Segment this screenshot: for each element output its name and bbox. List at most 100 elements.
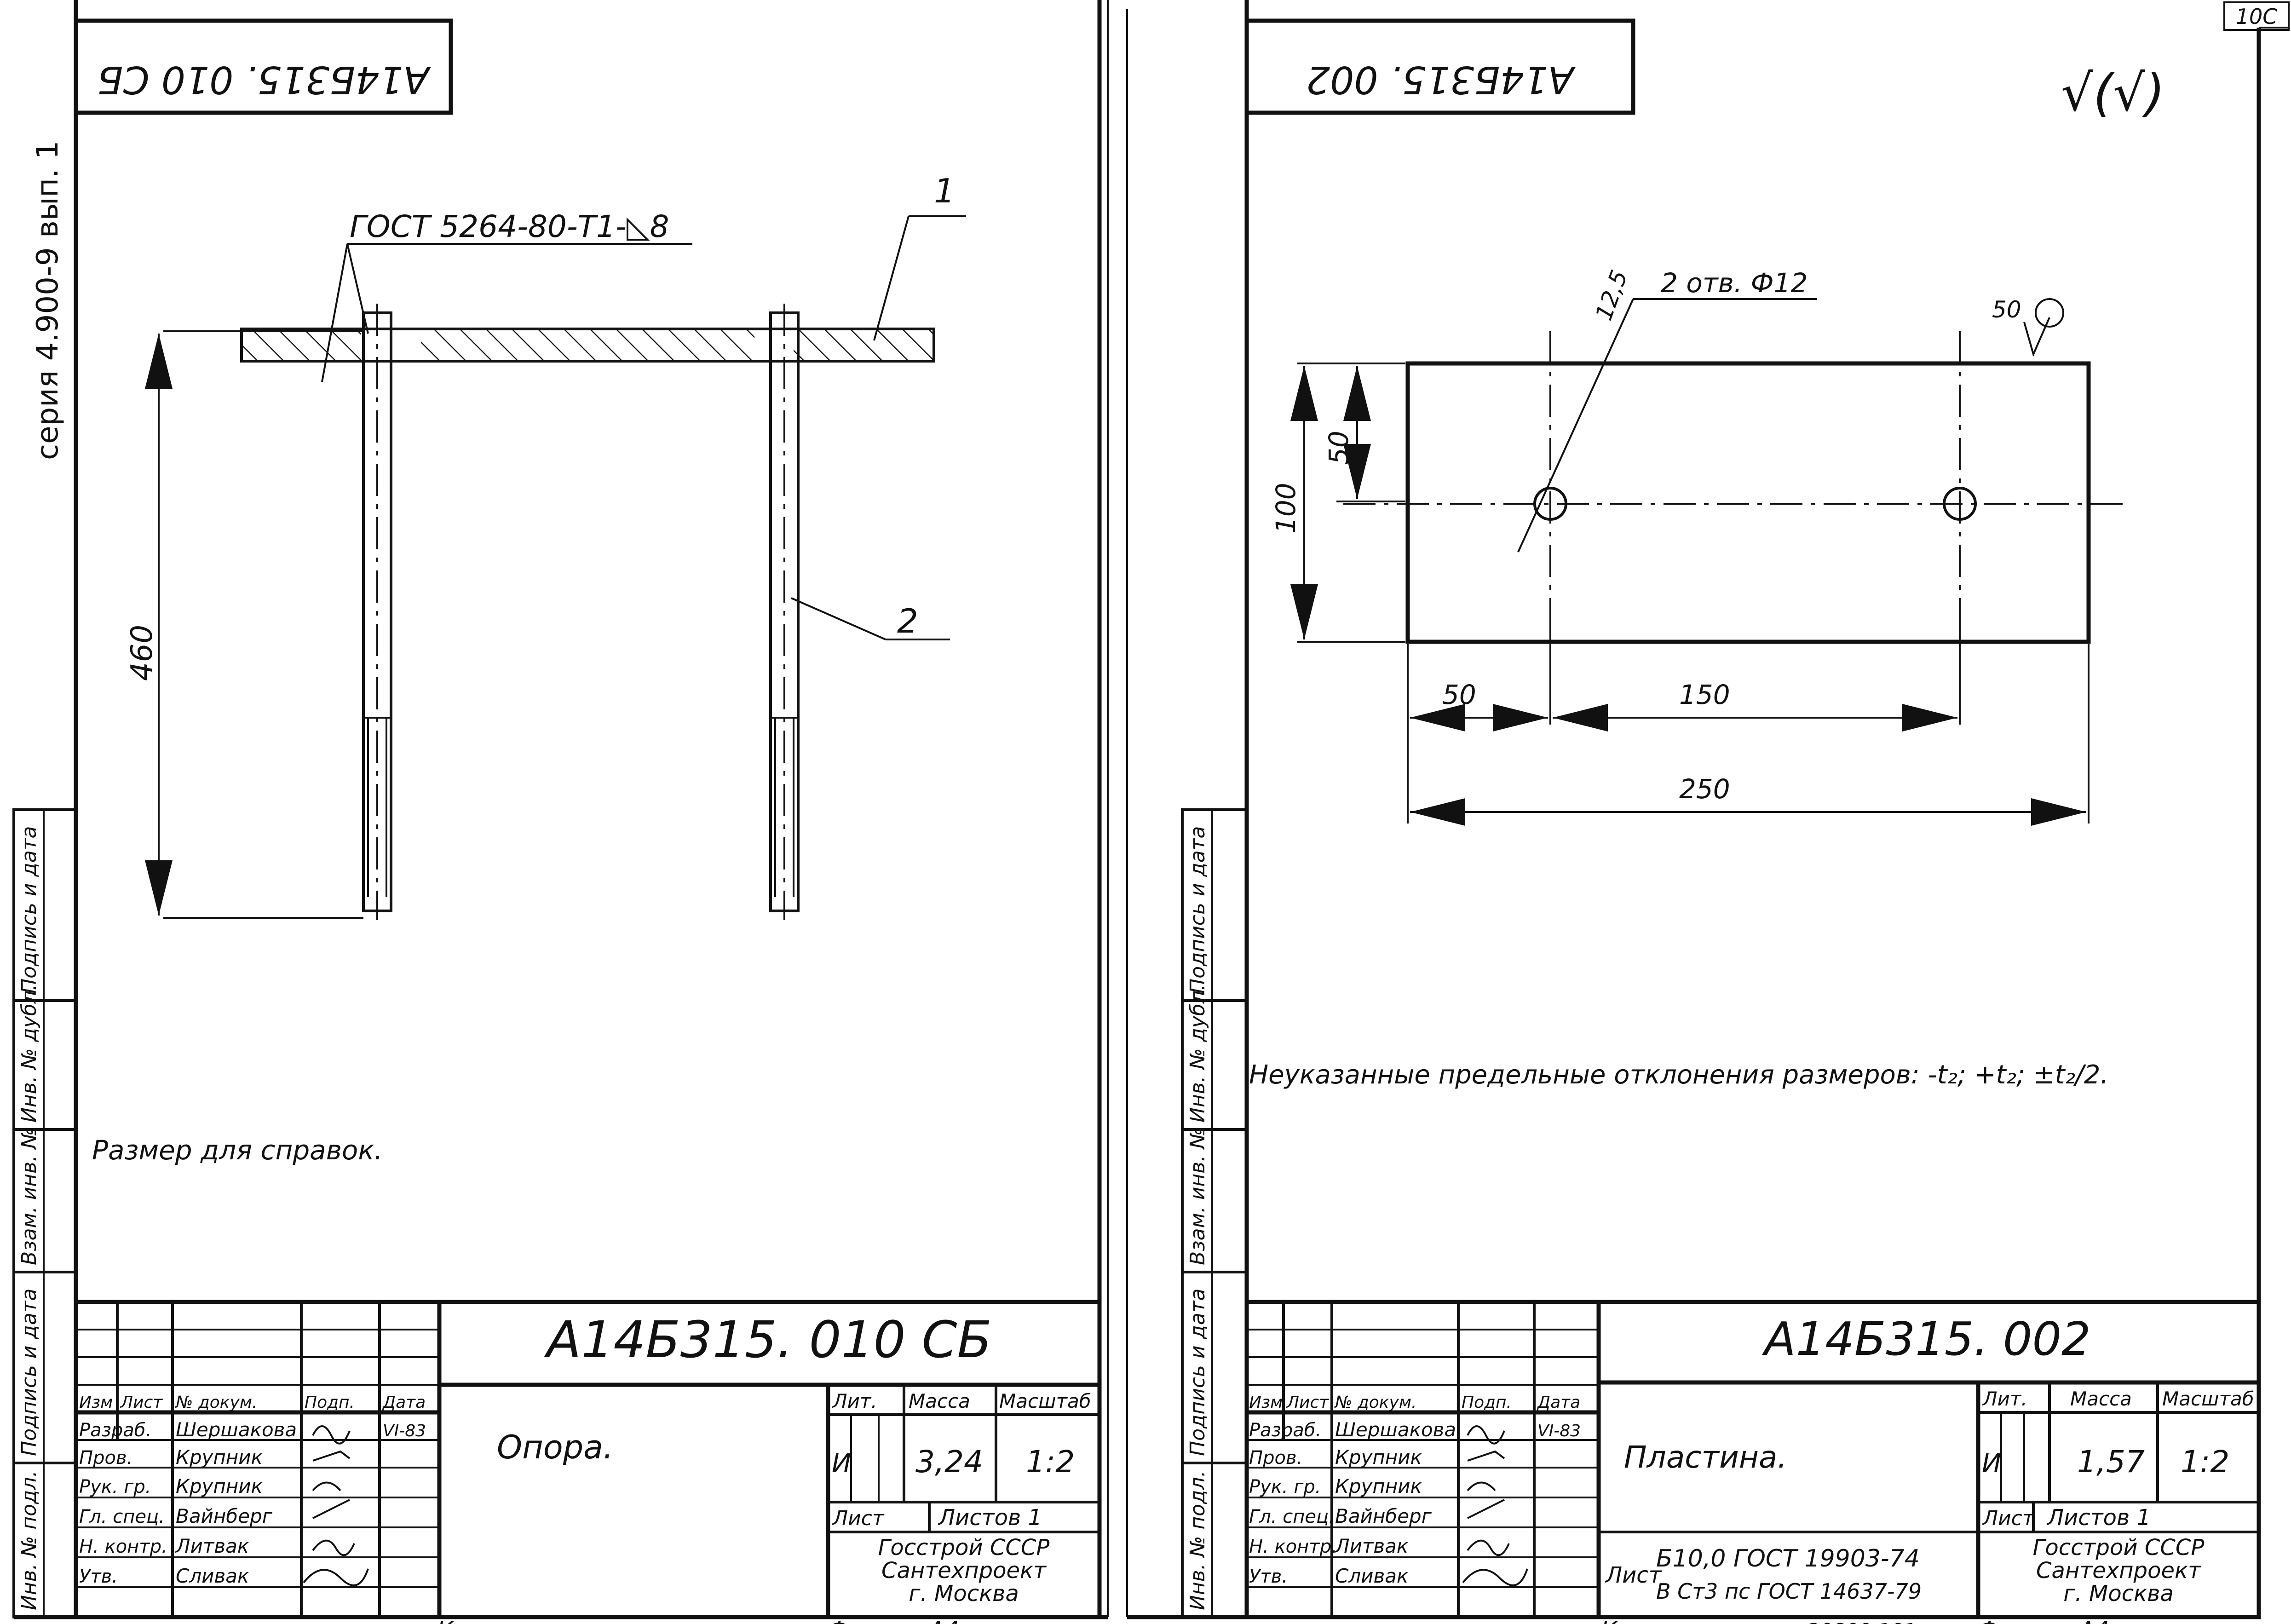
svg-text:Госстрой СССР: Госстрой СССР: [878, 1535, 1050, 1561]
svg-text:1:2: 1:2: [1026, 1444, 1075, 1480]
svg-text:Листов 1: Листов 1: [938, 1505, 1042, 1531]
svg-text:№ докум.: № докум.: [1334, 1393, 1416, 1412]
svg-text:VI-83: VI-83: [1537, 1422, 1581, 1440]
signatures: [303, 1425, 369, 1586]
svg-text:Листов 1: Листов 1: [2046, 1505, 2151, 1531]
right-format: Формат А4: [1978, 1617, 2109, 1624]
footer-numbers: 20800 101: [1808, 1619, 1917, 1624]
svg-text:Подпись и дата: Подпись и дата: [17, 826, 41, 994]
svg-text:Подп.: Подп.: [1462, 1393, 1512, 1412]
signatures: [1462, 1425, 1528, 1586]
left-format: Формат А4: [828, 1617, 959, 1624]
svg-text:Подпись и дата: Подпись и дата: [1186, 826, 1209, 994]
svg-text:Литвак: Литвак: [175, 1535, 249, 1557]
svg-text:Вайнберг: Вайнберг: [1335, 1505, 1432, 1527]
svg-text:Лист: Лист: [1286, 1393, 1329, 1412]
left-code-tab: А14Б315. 010 СБ: [97, 58, 431, 101]
svg-text:Шершакова: Шершакова: [1335, 1418, 1456, 1441]
callout-2: 2: [897, 602, 918, 640]
page-corner-number: 10C: [2223, 1, 2290, 31]
svg-text:Взам. инв. №: Взам. инв. №: [1186, 1128, 1209, 1265]
svg-text:Гл. спец.: Гл. спец.: [79, 1506, 165, 1527]
svg-text:Масштаб: Масштаб: [2162, 1388, 2254, 1410]
dim-50-h: 50: [1442, 679, 1476, 710]
svg-text:Крупник: Крупник: [1335, 1475, 1422, 1497]
svg-text:Крупник: Крупник: [176, 1446, 263, 1469]
svg-text:Лист: Лист: [120, 1393, 163, 1412]
svg-text:Разраб.: Разраб.: [79, 1420, 151, 1441]
plate-drawing: 100 50 50 150 250 2 отв. Ф12 12,5 50: [1270, 267, 2125, 826]
svg-text:Инв. № подл.: Инв. № подл.: [1186, 1470, 1209, 1610]
left-doc-code: А14Б315. 010 СБ: [544, 1310, 992, 1369]
callout-1: 1: [934, 172, 955, 210]
weld-note: ГОСТ 5264-80-Т1-◺8: [350, 209, 669, 244]
svg-text:Литвак: Литвак: [1334, 1535, 1409, 1557]
svg-text:Дата: Дата: [1537, 1393, 1580, 1412]
right-copied-by: Копировал:: [1601, 1617, 1740, 1624]
svg-text:Лист: Лист: [832, 1507, 885, 1530]
svg-text:№ докум.: № докум.: [175, 1393, 257, 1412]
material-line-1: Б10,0 ГОСТ 19903-74: [1656, 1545, 1920, 1572]
svg-text:VI-83: VI-83: [383, 1422, 426, 1440]
svg-text:Изм: Изм: [79, 1393, 113, 1412]
svg-text:И: И: [832, 1449, 851, 1479]
svg-text:Н. контр.: Н. контр.: [1249, 1536, 1337, 1557]
svg-text:3,24: 3,24: [915, 1444, 983, 1480]
left-doc-name: Опора.: [497, 1428, 613, 1466]
svg-text:Инв. № дубл.: Инв. № дубл.: [1186, 984, 1209, 1123]
svg-text:Рук. гр.: Рук. гр.: [1249, 1476, 1321, 1497]
right-side-stamp: Инв. № подл. Подпись и дата Взам. инв. №…: [1181, 808, 1248, 1618]
right-doc-code: А14Б315. 002: [1761, 1312, 2091, 1366]
svg-text:г. Москва: г. Москва: [909, 1581, 1019, 1607]
tolerance-note: Неуказанные предельные отклонения размер…: [1249, 1060, 2108, 1090]
dim-150: 150: [1679, 679, 1730, 710]
svg-text:Утв.: Утв.: [79, 1566, 118, 1587]
roughness-mark: √(√): [2061, 63, 2165, 122]
svg-text:Лит.: Лит.: [832, 1390, 877, 1412]
left-sheet: А14Б315. 010 СБ Инв. № подл. Подпись и д…: [12, 0, 1109, 1624]
svg-text:Подпись и дата: Подпись и дата: [17, 1289, 41, 1456]
right-code-tab: А14Б315. 002: [1306, 58, 1576, 101]
right-sheet: А14Б315. 002 √(√) Инв. № подл. Подпись и…: [1126, 0, 2289, 1624]
svg-text:Крупник: Крупник: [1335, 1446, 1422, 1469]
svg-text:Подп.: Подп.: [305, 1393, 355, 1412]
left-side-stamp: Инв. № подл. Подпись и дата Взам. инв. №…: [12, 808, 77, 1618]
svg-text:Лист: Лист: [1605, 1562, 1663, 1588]
svg-text:Изм: Изм: [1249, 1393, 1283, 1412]
material-line-2: В Ст3 пс ГОСТ 14637-79: [1656, 1579, 1922, 1604]
roughness-50: 50: [1992, 296, 2021, 323]
svg-text:г. Москва: г. Москва: [2063, 1581, 2174, 1607]
svg-text:Подпись и дата: Подпись и дата: [1186, 1289, 1209, 1456]
dim-250: 250: [1679, 773, 1730, 805]
svg-text:Масса: Масса: [2070, 1388, 2132, 1410]
svg-text:Сантехпроект: Сантехпроект: [2036, 1558, 2202, 1584]
left-title-block: Изм Лист № докум. Подп. Дата Разраб. Шер…: [74, 1300, 1102, 1619]
svg-text:10C: 10C: [2236, 4, 2278, 29]
svg-text:Разраб.: Разраб.: [1249, 1420, 1321, 1441]
dim-460: 460: [125, 625, 159, 681]
left-copied-by: Копировал:: [437, 1617, 576, 1624]
right-title-block: Изм Лист № докум. Подп. Дата Разраб. Шер…: [1244, 1300, 2261, 1619]
svg-text:Инв. № дубл.: Инв. № дубл.: [17, 984, 41, 1123]
svg-text:Пров.: Пров.: [1249, 1447, 1302, 1469]
svg-text:Шершакова: Шершакова: [176, 1418, 297, 1441]
svg-text:Масштаб: Масштаб: [999, 1390, 1091, 1412]
svg-text:Рук. гр.: Рук. гр.: [79, 1476, 151, 1497]
dim-100: 100: [1270, 483, 1301, 534]
series-label: серия 4.900-9 вып. 1: [31, 141, 65, 461]
svg-text:Дата: Дата: [382, 1393, 426, 1412]
svg-text:Сливак: Сливак: [1335, 1565, 1409, 1587]
svg-text:Вайнберг: Вайнберг: [176, 1505, 273, 1527]
svg-text:1,57: 1,57: [2077, 1444, 2145, 1480]
svg-text:Лит.: Лит.: [1982, 1388, 2027, 1410]
svg-text:Госстрой СССР: Госстрой СССР: [2033, 1535, 2205, 1561]
svg-text:Пров.: Пров.: [79, 1447, 132, 1469]
right-doc-name: Пластина.: [1624, 1440, 1787, 1475]
reference-note: Размер для справок.: [92, 1134, 383, 1166]
svg-text:Масса: Масса: [909, 1390, 970, 1412]
svg-text:Утв.: Утв.: [1249, 1566, 1288, 1587]
svg-text:Сантехпроект: Сантехпроект: [881, 1558, 1047, 1584]
svg-text:Н. контр.: Н. контр.: [79, 1536, 167, 1557]
svg-text:Лист: Лист: [1982, 1507, 2035, 1530]
